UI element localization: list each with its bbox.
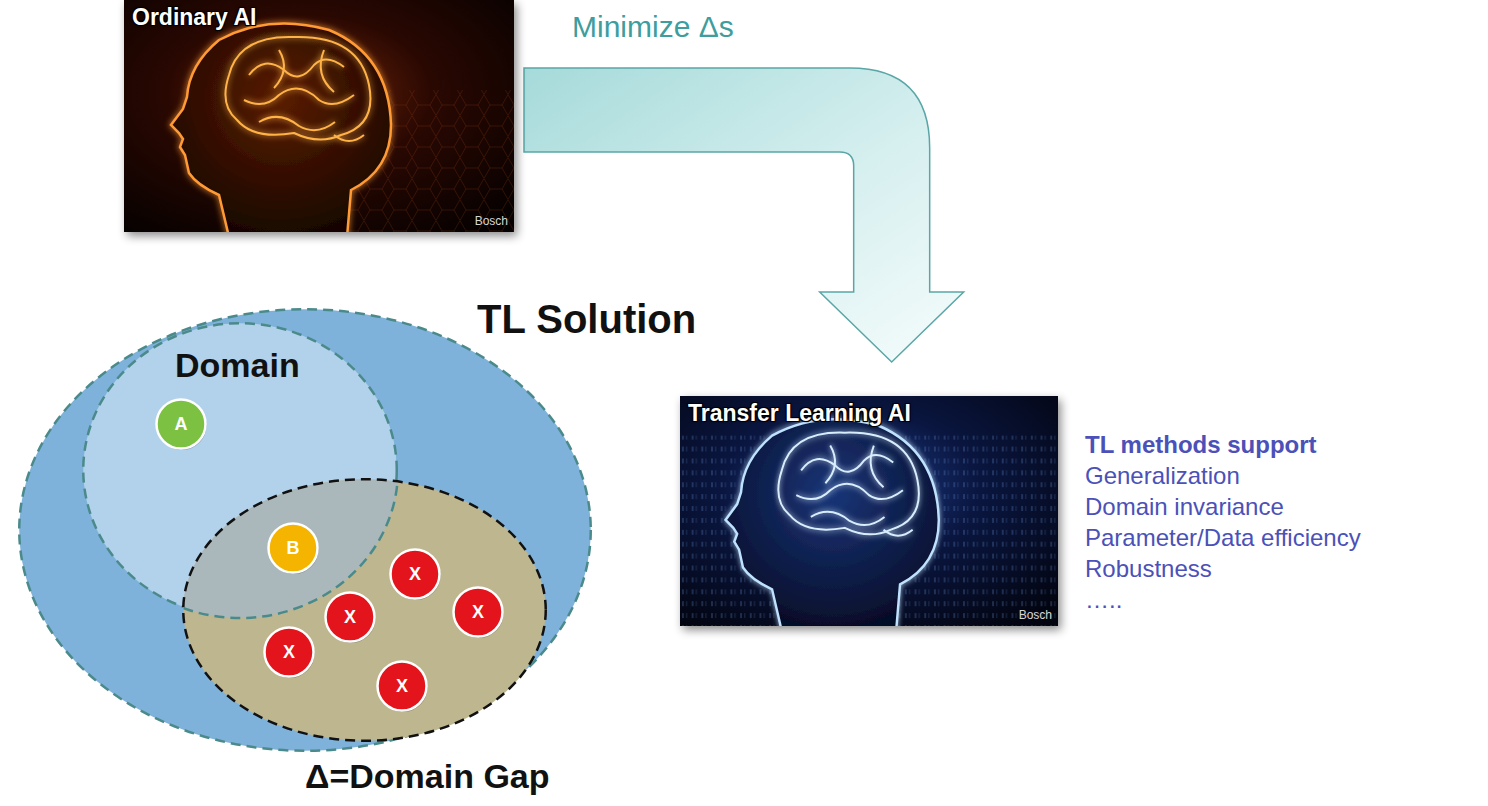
list-item: Domain invariance [1085, 493, 1284, 521]
list-heading: TL methods support [1085, 431, 1317, 459]
head-outline [726, 419, 939, 626]
head-silhouette [171, 23, 391, 232]
watermark: Bosch [1019, 609, 1052, 623]
ellipse-border [183, 479, 546, 741]
sample-letter: X [324, 591, 376, 643]
image-title: Transfer Learning AI [688, 400, 911, 426]
ellipse-fill [19, 309, 591, 751]
ordinary-brain-illustration [124, 0, 514, 232]
sample-letter: X [263, 626, 315, 678]
list-item: Generalization [1085, 462, 1240, 490]
list-item: ….. [1085, 586, 1122, 614]
region-title: TL Solution [477, 296, 696, 342]
sample-letter: A [155, 398, 207, 450]
head-silhouette [726, 419, 939, 626]
ellipse-border [19, 309, 591, 751]
sample-circle: X [376, 660, 428, 712]
sample-circle: X [452, 586, 504, 638]
watermark: Bosch [475, 215, 508, 229]
sample-circle: A [155, 398, 207, 450]
tl-brain-illustration [680, 396, 1058, 626]
overlap-region [82, 322, 398, 618]
brain-lines [778, 433, 919, 536]
image-title: Ordinary AI [132, 4, 256, 30]
image-box: Transfer Learning AI Bosch [680, 396, 1058, 626]
gap-ellipse: Δ=Domain GapBXXXXX [182, 478, 547, 742]
sample-letter: X [452, 586, 504, 638]
overlap-fill [82, 322, 398, 618]
image-box: Ordinary AI Bosch [124, 0, 514, 232]
sample-circle: X [389, 548, 441, 600]
sample-circle: B [267, 522, 319, 574]
solution-ellipse: TL SolutionDomainAΔ=Domain GapBXXXXX [18, 308, 592, 752]
sample-letter: X [376, 660, 428, 712]
sample-letter: X [389, 548, 441, 600]
region-title: Δ=Domain Gap [305, 757, 550, 796]
sample-letter: B [267, 522, 319, 574]
sample-circle: X [263, 626, 315, 678]
list-item: Robustness [1085, 555, 1212, 583]
sample-circle: X [324, 591, 376, 643]
region-title: Domain [175, 346, 300, 385]
list-item: Parameter/Data efficiency [1085, 524, 1361, 552]
arrow-label: Minimize Δs [572, 10, 734, 45]
head-outline [171, 23, 391, 232]
brain-lines [225, 37, 370, 141]
